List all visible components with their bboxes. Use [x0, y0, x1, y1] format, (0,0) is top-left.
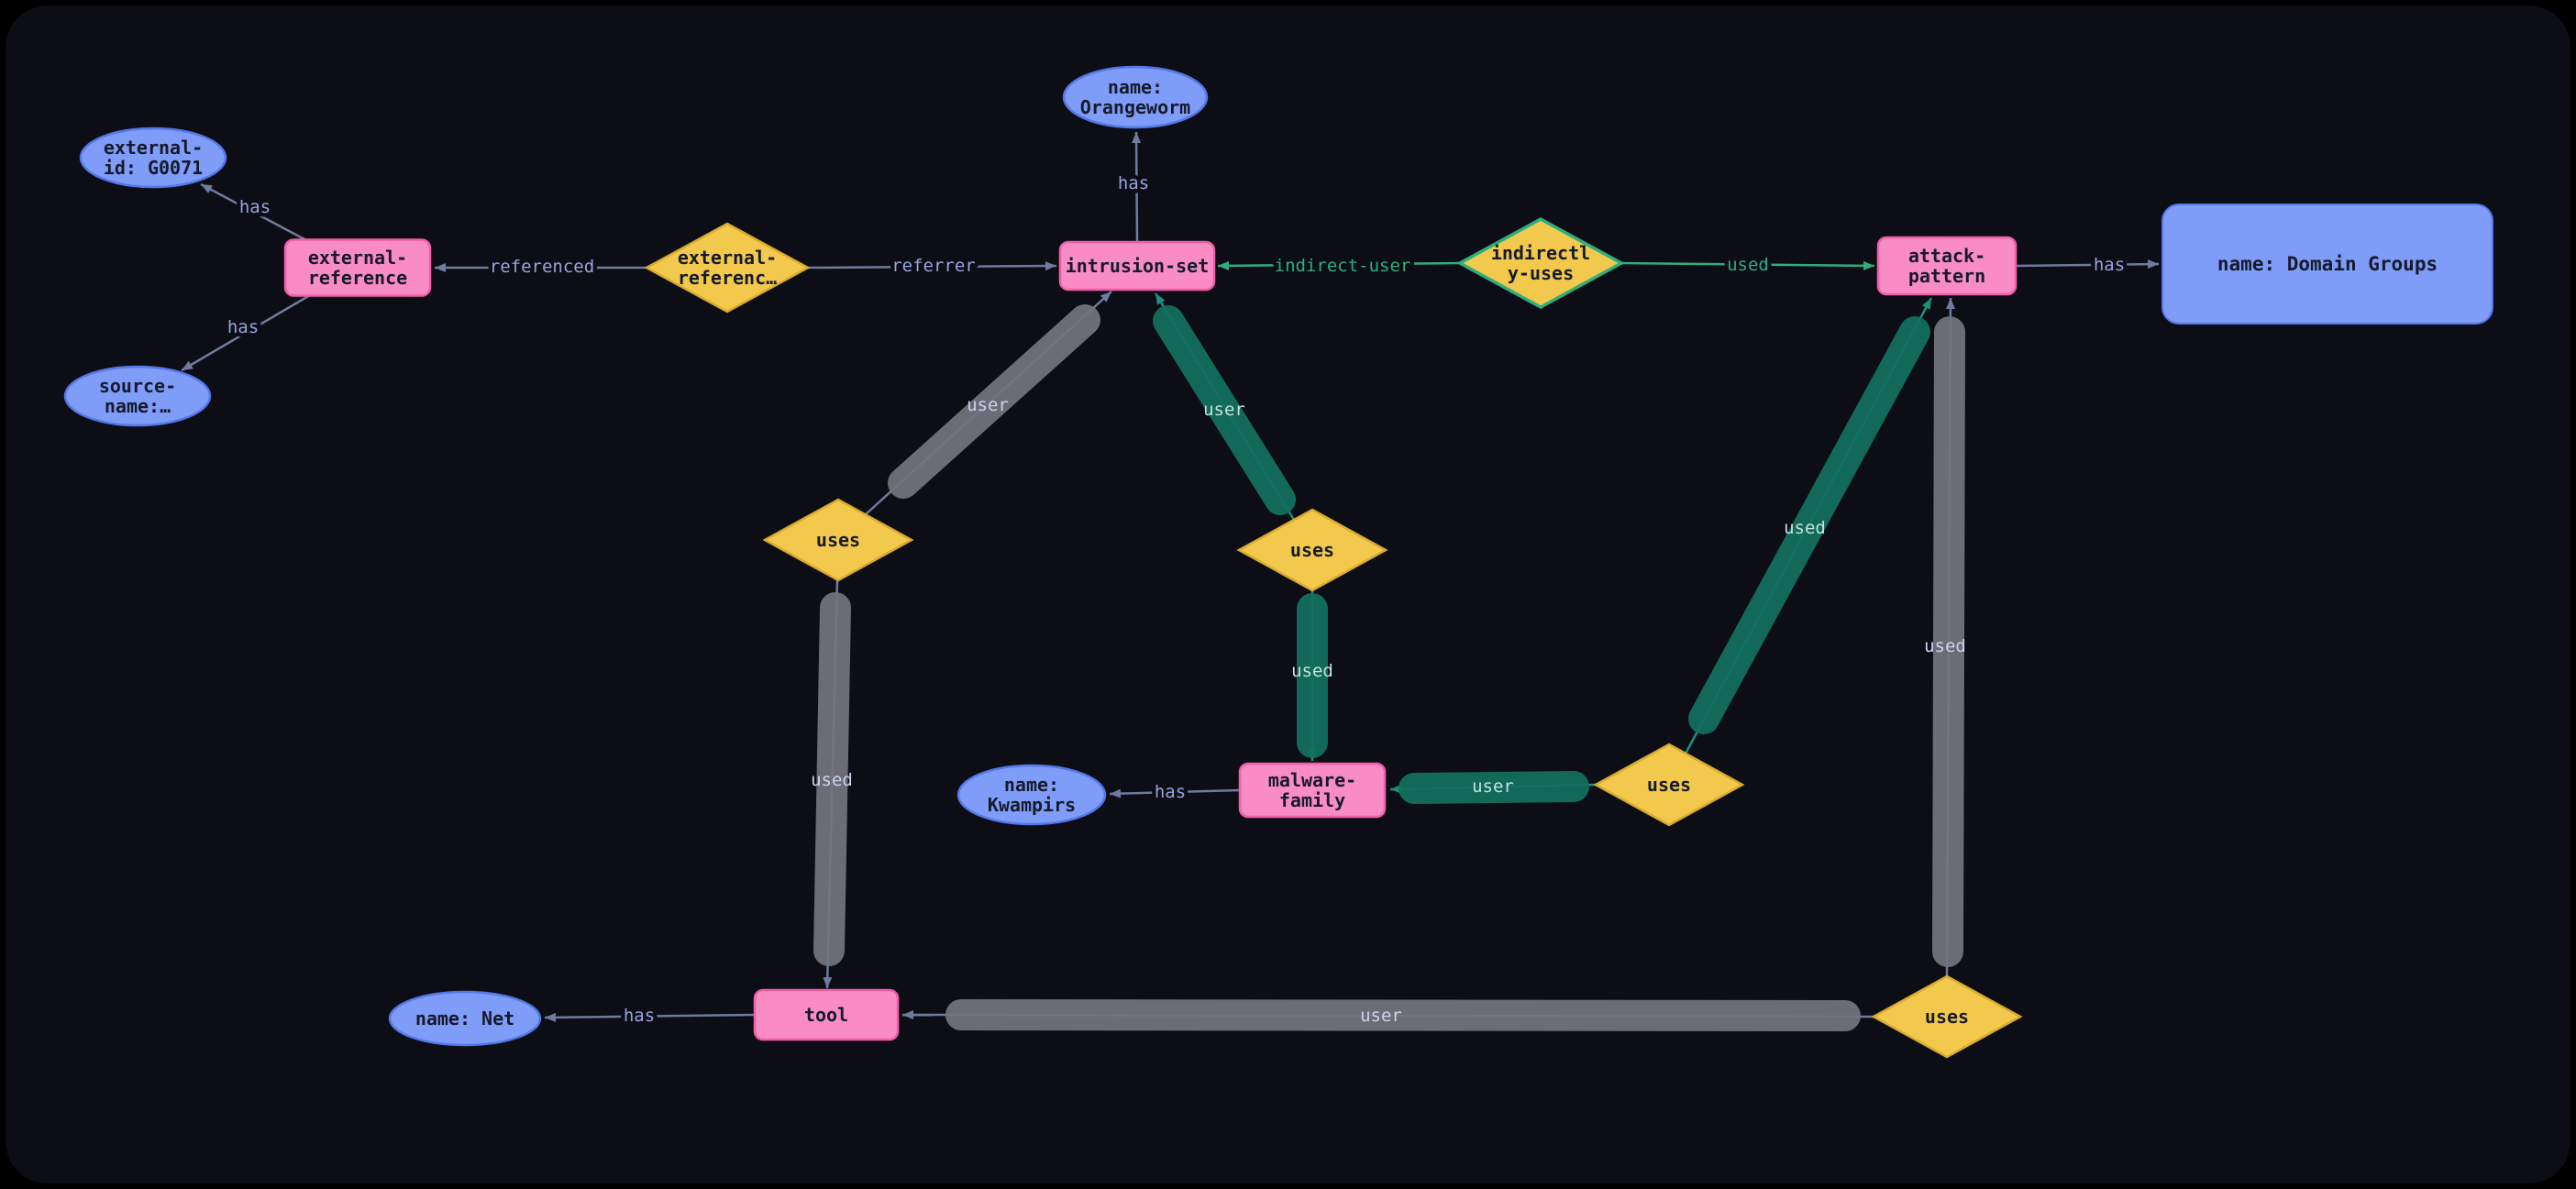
edge-label-has-name-domain-groups: has: [2094, 255, 2125, 275]
node-label: source-name:…: [99, 375, 176, 417]
node-label: external-id: G0071: [104, 137, 203, 179]
edge-label-referrer: referrer: [891, 256, 976, 276]
edge-label-user-uses-a: user: [967, 395, 1009, 415]
edge-used-indirect: [1620, 260, 1875, 270]
edge-label-user-uses-b: user: [1203, 400, 1245, 420]
relation-shape: [762, 498, 914, 582]
node-label: uses: [1647, 774, 1691, 796]
node-label: uses: [816, 529, 860, 551]
entity-intrusion-set[interactable]: intrusion-set: [1058, 240, 1216, 292]
attribute-name-orangeworm[interactable]: name:Orangeworm: [1062, 65, 1209, 129]
edge-label-user-uses-d: user: [1360, 1006, 1402, 1026]
edge-label-has-name-net: has: [624, 1006, 655, 1026]
entity-external-reference[interactable]: external-reference: [283, 238, 432, 297]
edge-label-indirect-user: indirect-user: [1275, 256, 1411, 276]
attribute-name-kwampirs[interactable]: name:Kwampirs: [956, 764, 1107, 826]
edge-label-has-name-kwampirs: has: [1155, 782, 1186, 802]
relation-shape: [1456, 217, 1625, 309]
edge-label-has-external-id: has: [239, 197, 271, 217]
node-label: name: Domain Groups: [2217, 253, 2438, 275]
edge-label-has-source-name: has: [227, 317, 259, 337]
node-label: name: Net: [415, 1007, 514, 1029]
node-label: tool: [804, 1004, 848, 1026]
edge-labels-layer: has has referenced referrer has indirect-user…: [223, 170, 2128, 1030]
node-label: external-reference: [308, 247, 407, 289]
edge-highlight-bar-used-uses-d: [1932, 316, 1965, 967]
edge-label-has-name-orangeworm: has: [1118, 173, 1149, 193]
entity-attack-pattern[interactable]: attack-pattern: [1876, 236, 2018, 296]
node-label: name:Kwampirs: [988, 774, 1076, 816]
attribute-shape: [1062, 65, 1209, 129]
node-label: attack-pattern: [1908, 245, 1985, 287]
edge-indirect-user: [1217, 260, 1461, 270]
entity-tool[interactable]: tool: [753, 988, 900, 1041]
edge-highlight-bar-user-uses-a: [888, 304, 1100, 499]
attribute-shape: [956, 764, 1107, 826]
edge-highlight-bar-user-uses-d: [945, 999, 1861, 1031]
edge-has-name-net: [544, 1012, 756, 1022]
entity-malware-family[interactable]: malware-family: [1238, 762, 1387, 819]
edge-label-used-uses-b: used: [1291, 661, 1333, 681]
relation-shape: [1236, 508, 1388, 592]
edge-label-used-uses-a: used: [811, 770, 853, 790]
relation-uses-a[interactable]: uses: [762, 498, 914, 582]
node-label: uses: [1925, 1006, 1969, 1028]
edge-label-user-uses-c: user: [1472, 776, 1514, 797]
attribute-shape: [388, 990, 542, 1047]
attribute-shape: [79, 127, 227, 189]
edge-highlight-bar-used-uses-c: [1688, 316, 1930, 734]
edge-has-name-kwampirs: [1109, 788, 1241, 798]
edge-highlight-bar-user-uses-c: [1399, 771, 1589, 804]
edge-has-name-orangeworm: [1132, 131, 1142, 243]
relation-uses-c[interactable]: uses: [1593, 743, 1745, 827]
attribute-shape: [63, 365, 212, 427]
edge-label-used-uses-c: used: [1784, 518, 1826, 538]
edge-has-source-name: [181, 293, 311, 372]
node-label: uses: [1290, 539, 1334, 561]
relation-shape: [1871, 974, 2023, 1059]
node-label: name:Orangeworm: [1080, 76, 1190, 118]
relation-shape: [1593, 743, 1745, 827]
attribute-name-net[interactable]: name: Net: [388, 990, 542, 1047]
edge-referrer: [807, 261, 1057, 271]
edge-has-external-id: [200, 182, 307, 242]
entity-shape: [1238, 762, 1387, 819]
attribute-external-id-g0071[interactable]: external-id: G0071: [79, 127, 227, 189]
edge-label-used-indirect: used: [1727, 255, 1769, 275]
entity-shape: [283, 238, 432, 297]
relation-shape: [644, 222, 811, 314]
attribute-source-name[interactable]: source-name:…: [63, 365, 212, 427]
node-label: malware-family: [1268, 769, 1356, 811]
edge-bars-layer: [813, 304, 1965, 1031]
entity-shape: [1058, 240, 1216, 292]
relation-external-referenc[interactable]: external-referenc…: [644, 222, 811, 314]
edge-highlight-bar-user-uses-b: [1153, 305, 1296, 515]
relation-uses-b[interactable]: uses: [1236, 508, 1388, 592]
entity-shape: [1876, 236, 2018, 296]
edge-highlight-bar-used-uses-a: [813, 592, 851, 966]
attribute-box-name-domain-groups[interactable]: name: Domain Groups: [2161, 204, 2493, 325]
relation-uses-d[interactable]: uses: [1871, 974, 2023, 1059]
edge-label-used-uses-d: used: [1924, 636, 1966, 656]
edge-label-referenced: referenced: [490, 257, 594, 277]
attribute-box-shape: [2161, 204, 2493, 325]
nodes-layer: external-id: G0071 external-reference sour…: [63, 65, 2493, 1059]
edge-has-name-domain-groups: [2015, 259, 2160, 270]
node-label: external-referenc…: [678, 247, 777, 289]
node-label: intrusion-set: [1066, 255, 1210, 277]
entity-shape: [753, 988, 900, 1041]
